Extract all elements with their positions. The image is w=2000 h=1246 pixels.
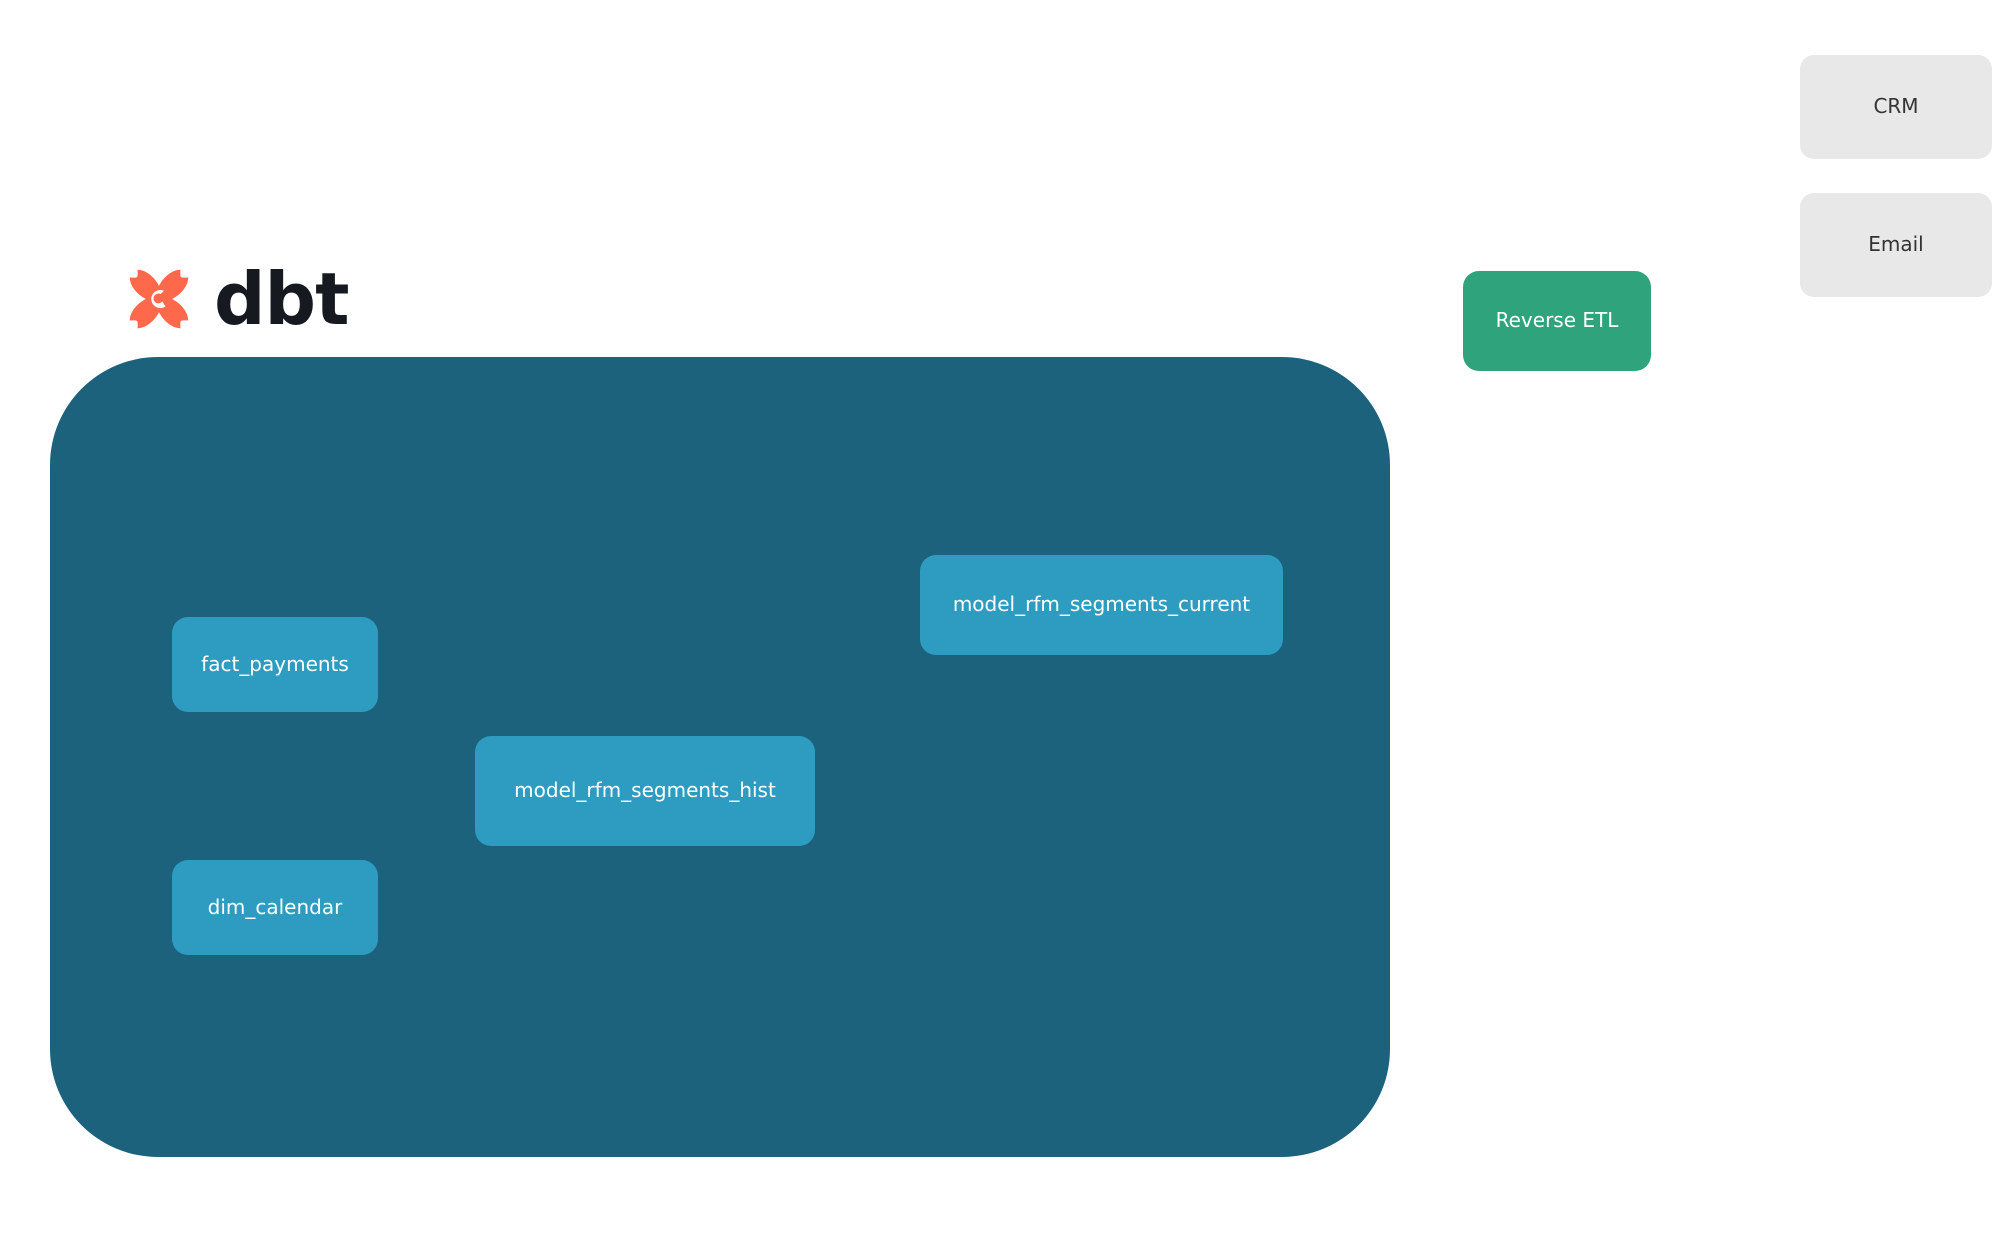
dbt-wordmark: dbt bbox=[214, 257, 349, 341]
model-node-model-rfm-segments-hist[interactable]: model_rfm_segments_hist bbox=[475, 736, 815, 846]
model-node-fact-payments[interactable]: fact_payments bbox=[172, 617, 378, 712]
consumer-node-crm[interactable]: CRM bbox=[1800, 55, 1992, 159]
consumer-node-email[interactable]: Email bbox=[1800, 193, 1992, 297]
model-node-dim-calendar[interactable]: dim_calendar bbox=[172, 860, 378, 955]
model-node-model-rfm-segments-current[interactable]: model_rfm_segments_current bbox=[920, 555, 1283, 655]
dbt-logo: dbt bbox=[118, 258, 349, 340]
service-node-reverse-etl[interactable]: Reverse ETL bbox=[1463, 271, 1651, 371]
dbt-logo-icon bbox=[128, 268, 190, 330]
